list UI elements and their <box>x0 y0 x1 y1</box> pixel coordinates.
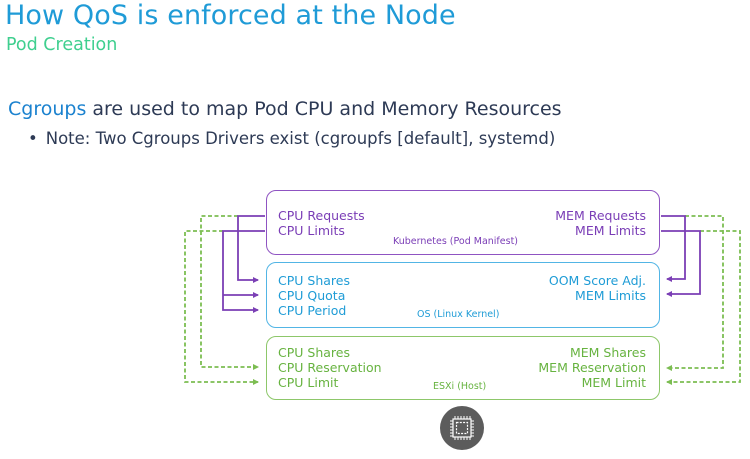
esxi-layer-label: ESXi (Host) <box>433 381 487 392</box>
page-subtitle: Pod Creation <box>6 35 118 55</box>
page-title: How QoS is enforced at the Node <box>5 0 456 31</box>
connector-cpu-requests-to-esxi-cpu-reservation <box>200 215 259 370</box>
connector-mem-limits-to-esxi-mem-limit <box>666 230 741 385</box>
k8s-mem-requests: MEM Requests <box>555 208 646 223</box>
bullet-note-text: Note: Two Cgroups Drivers exist (cgroupf… <box>45 129 556 148</box>
os-layer-label: OS (Linux Kernel) <box>417 309 500 320</box>
k8s-cpu-requests: CPU Requests <box>278 208 365 223</box>
cgroups-highlight: Cgroups <box>8 98 87 120</box>
esxi-mem-limit: MEM Limit <box>581 375 646 390</box>
os-cpu-shares: CPU Shares <box>278 273 350 288</box>
esxi-cpu-list: CPU Shares CPU Reservation CPU Limit <box>278 345 382 390</box>
bullet-note: • Note: Two Cgroups Drivers exist (cgroup… <box>28 129 555 148</box>
main-statement: Cgroups are used to map Pod CPU and Memo… <box>8 98 562 120</box>
connector-mem-requests-to-esxi-mem-reservation <box>666 215 724 371</box>
k8s-mem-list: MEM Requests MEM Limits <box>555 208 646 238</box>
bullet-icon: • <box>28 129 38 148</box>
cpu-chip-icon <box>440 406 484 450</box>
k8s-cpu-limits: CPU Limits <box>278 223 345 238</box>
os-layer-box: CPU Shares CPU Quota CPU Period OOM Scor… <box>266 262 660 328</box>
os-mem-list: OOM Score Adj. MEM Limits <box>549 273 646 303</box>
esxi-cpu-reservation: CPU Reservation <box>278 360 382 375</box>
esxi-mem-shares: MEM Shares <box>569 345 646 360</box>
esxi-mem-list: MEM Shares MEM Reservation MEM Limit <box>538 345 646 390</box>
os-cpu-quota: CPU Quota <box>278 288 346 303</box>
esxi-cpu-limit: CPU Limit <box>278 375 339 390</box>
os-oom-score-adj: OOM Score Adj. <box>548 273 646 288</box>
k8s-mem-limits: MEM Limits <box>575 223 646 238</box>
connector-mem-requests-to-os-oom-score <box>661 215 686 282</box>
connector-mem-limits-to-os-mem-limits <box>661 230 701 297</box>
esxi-cpu-shares: CPU Shares <box>278 345 350 360</box>
esxi-layer-box: CPU Shares CPU Reservation CPU Limit MEM… <box>266 336 660 400</box>
esxi-mem-reservation: MEM Reservation <box>538 360 646 375</box>
os-mem-limits: MEM Limits <box>575 288 646 303</box>
kubernetes-layer-label: Kubernetes (Pod Manifest) <box>393 236 519 247</box>
connector-cpu-requests-to-os-cpu-shares <box>237 215 265 283</box>
os-cpu-period: CPU Period <box>278 303 347 318</box>
kubernetes-layer-box: CPU Requests CPU Limits MEM Requests MEM… <box>266 190 660 255</box>
main-statement-text: are used to map Pod CPU and Memory Resou… <box>86 98 562 120</box>
connector-cpu-limits-to-esxi-cpu-limit <box>184 230 259 385</box>
connector-cpu-limits-to-os-cpu-period <box>222 230 265 313</box>
k8s-cpu-list: CPU Requests CPU Limits <box>278 208 365 238</box>
os-cpu-list: CPU Shares CPU Quota CPU Period <box>278 273 350 318</box>
